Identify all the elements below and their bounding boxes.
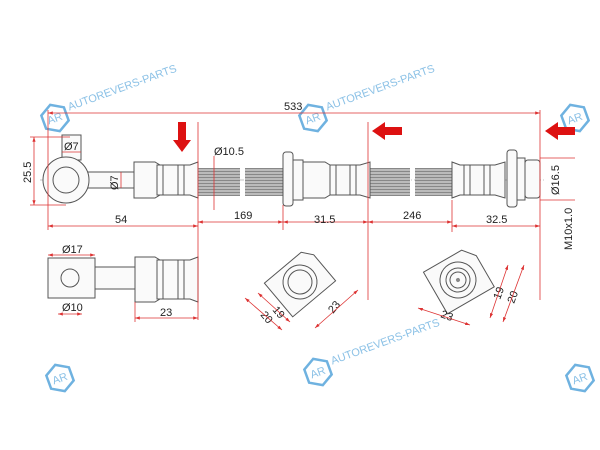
banjo-fitting [42, 134, 136, 204]
hose-section [198, 168, 240, 196]
dim-middle-fitting: 31.5 [314, 214, 335, 226]
dim-hose-seg1: 169 [234, 210, 252, 222]
dim-mid-section-c: 23 [326, 299, 343, 316]
svg-text:AR: AR [309, 365, 328, 382]
dim-side-fitting: 23 [160, 307, 172, 319]
dim-bolt-dia: Ø7 [109, 175, 121, 190]
dim-right-section-a: 23 [439, 309, 455, 324]
dim-side-block: Ø17 [62, 244, 83, 256]
dim-right-section-b: 19 [492, 285, 507, 301]
hose-section [245, 168, 283, 196]
arrow-left-icon [545, 122, 575, 140]
right-bracket-fitting [451, 149, 541, 208]
dim-hose-seg2: 246 [403, 210, 421, 222]
arrow-down-icon [173, 122, 191, 152]
banjo-side-view [47, 256, 199, 303]
svg-text:AR: AR [304, 111, 323, 128]
dim-side-hole: Ø10 [62, 302, 83, 314]
dim-overall-length: 533 [284, 101, 302, 113]
svg-text:AUTOREVERS-PARTS: AUTOREVERS-PARTS [324, 63, 436, 114]
dim-right-section-c: 20 [506, 289, 521, 305]
dim-left-fitting: 54 [115, 214, 127, 226]
middle-bracket-fitting [282, 151, 371, 207]
dimension-lines [30, 110, 575, 322]
hose-section [370, 168, 410, 196]
dim-banjo-height: 25.5 [22, 162, 34, 183]
arrow-left-icon [372, 122, 402, 140]
svg-text:AR: AR [571, 371, 590, 388]
watermark-logo: AR [564, 363, 596, 393]
watermark-logo: AR AUTOREVERS-PARTS [39, 63, 178, 133]
dim-hose-dia: Ø10.5 [214, 146, 244, 158]
right-section-view [422, 249, 495, 315]
watermark-logo: AR AUTOREVERS-PARTS [297, 63, 436, 133]
dim-nut-dia: Ø16.5 [550, 165, 562, 195]
svg-text:AR: AR [566, 111, 585, 128]
dim-right-fitting: 32.5 [486, 214, 507, 226]
svg-text:AR: AR [51, 371, 70, 388]
svg-text:AUTOREVERS-PARTS: AUTOREVERS-PARTS [329, 317, 441, 368]
watermark-logo: AR AUTOREVERS-PARTS [302, 317, 441, 387]
watermark-logo: AR [44, 363, 76, 393]
dim-thread: M10x1.0 [563, 208, 575, 250]
svg-text:AUTOREVERS-PARTS: AUTOREVERS-PARTS [66, 63, 178, 114]
dim-banjo-tab: Ø7 [64, 141, 79, 153]
left-crimp-fitting [133, 161, 199, 199]
hose-section [415, 168, 453, 196]
svg-text:AR: AR [46, 111, 65, 128]
